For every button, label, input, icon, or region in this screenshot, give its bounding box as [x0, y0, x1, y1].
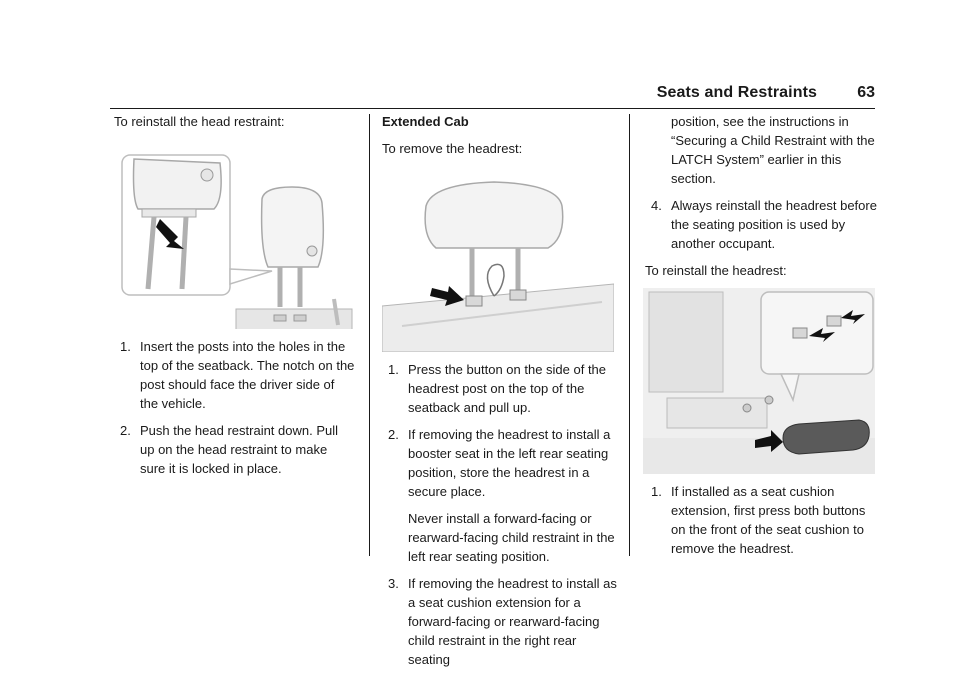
step-text: Press the button on the side of the head… [408, 362, 607, 415]
page-header: Seats and Restraints 63 [110, 84, 875, 109]
step-number: 1. [388, 362, 399, 377]
step-text: Push the head restraint down. Pull up on… [140, 423, 339, 476]
step-number: 1. [120, 339, 131, 354]
step-text: If installed as a seat cushion extension… [671, 484, 866, 556]
step-text: Always reinstall the headrest before the… [671, 198, 877, 251]
col2-intro: To remove the headrest: [382, 141, 523, 156]
step-number: 1. [651, 484, 662, 499]
col3-step-1: 1. If installed as a seat cushion extens… [645, 482, 880, 558]
step-text: If removing the headrest to install a bo… [408, 427, 611, 499]
column-3: position, see the instructions in “Secur… [643, 112, 880, 566]
step-number: 2. [120, 423, 131, 438]
col3-step-4: 4. Always reinstall the headrest before … [645, 196, 880, 253]
section-title: Seats and Restraints [656, 84, 817, 101]
col2-note: Never install a forward-facing or rearwa… [408, 511, 615, 564]
col2-step-3: 3. If removing the headrest to install a… [382, 574, 618, 669]
col1-step-1: 1. Insert the posts into the holes in th… [114, 337, 356, 413]
col2-step-1: 1. Press the button on the side of the h… [382, 360, 618, 417]
col3-intro: To reinstall the headrest: [645, 263, 787, 278]
step-text: If removing the headrest to install as a… [408, 576, 617, 667]
headrest-cushion-extension-illustration [643, 288, 875, 474]
column-divider-2 [629, 114, 630, 556]
step-text: Insert the posts into the holes in the t… [140, 339, 355, 411]
step-number: 4. [651, 198, 662, 213]
page-number: 63 [857, 84, 875, 101]
col2-heading: Extended Cab [382, 114, 469, 129]
step-number: 2. [388, 427, 399, 442]
column-divider-1 [369, 114, 370, 556]
head-restraint-reinstall-illustration [112, 139, 354, 329]
header-rule [110, 108, 875, 109]
col3-continued-text: position, see the instructions in “Secur… [671, 114, 875, 186]
col1-step-2: 2. Push the head restraint down. Pull up… [114, 421, 356, 478]
column-2: Extended Cab To remove the headrest: 1. … [382, 112, 618, 677]
col2-step-2: 2. If removing the headrest to install a… [382, 425, 618, 501]
step-number: 3. [388, 576, 399, 591]
headrest-removal-illustration [382, 166, 614, 352]
column-1: To reinstall the head restraint: 1. Inse… [112, 112, 356, 486]
col1-intro: To reinstall the head restraint: [114, 114, 285, 129]
